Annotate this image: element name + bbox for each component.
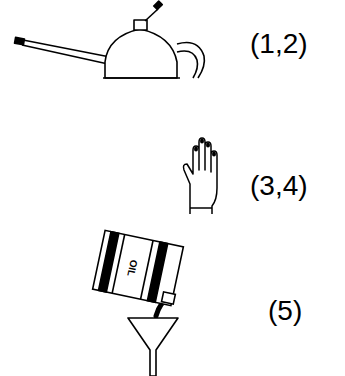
callout-number: (3,4) [250,172,308,200]
can-label: OIL [125,259,138,277]
callout-number: (5) [268,297,302,325]
hand-icon [183,138,217,214]
callout-number: (1,2) [250,30,308,58]
oil-pour-icon [93,230,186,376]
oil-can-icon [15,1,205,78]
